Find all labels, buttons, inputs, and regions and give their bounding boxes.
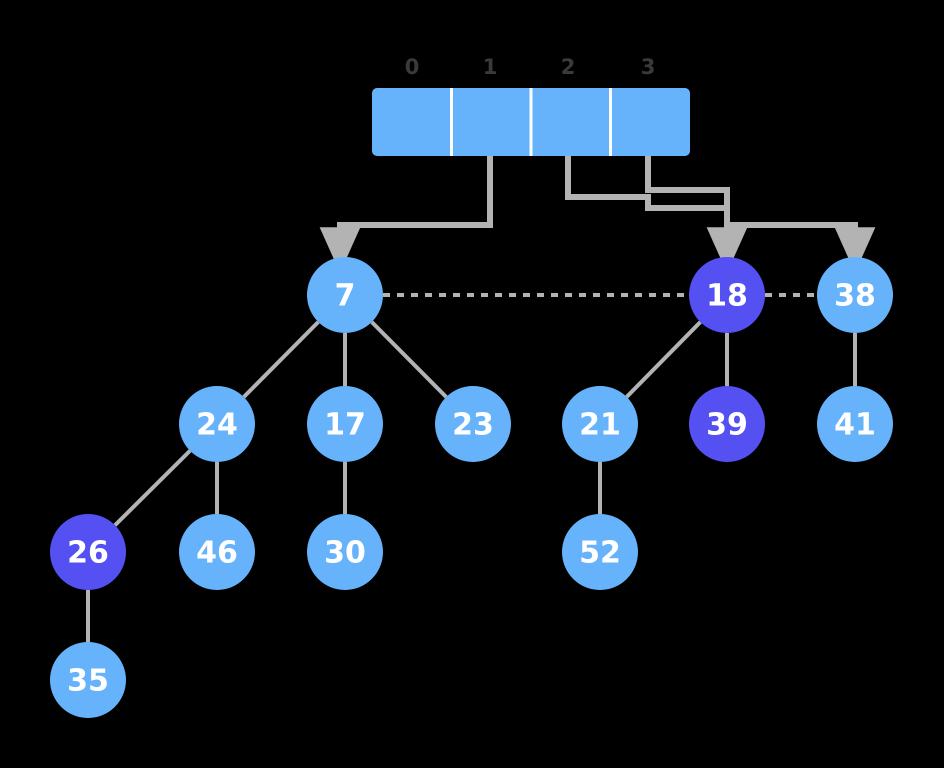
pointer-bucket-1-to-7 bbox=[319, 172, 493, 273]
node-circle-17[interactable] bbox=[307, 386, 383, 462]
array-index-label-1: 1 bbox=[483, 55, 498, 79]
node-circle-18[interactable] bbox=[689, 257, 765, 333]
tree-nodes[interactable]: 7 18 38 24 17 23 21 39 41 26 46 30 52 35 bbox=[50, 257, 893, 718]
node-circle-35[interactable] bbox=[50, 642, 126, 718]
array-index-label-2: 2 bbox=[561, 55, 576, 79]
tree-node-7[interactable]: 7 bbox=[307, 257, 383, 333]
node-circle-30[interactable] bbox=[307, 514, 383, 590]
node-circle-41[interactable] bbox=[817, 386, 893, 462]
node-label-39: 39 bbox=[706, 408, 748, 443]
node-circle-23[interactable] bbox=[435, 386, 511, 462]
node-label-21: 21 bbox=[579, 408, 621, 443]
tree-edges bbox=[86, 320, 857, 642]
node-label-26: 26 bbox=[67, 536, 109, 571]
node-label-30: 30 bbox=[324, 536, 366, 571]
node-label-41: 41 bbox=[834, 408, 876, 443]
node-circle-52[interactable] bbox=[562, 514, 638, 590]
tree-edge-24-26 bbox=[113, 449, 192, 527]
node-circle-26[interactable] bbox=[50, 514, 126, 590]
node-label-52: 52 bbox=[579, 536, 621, 571]
node-label-17: 17 bbox=[324, 408, 366, 443]
node-label-7: 7 bbox=[335, 279, 356, 314]
tree-edge-7-24 bbox=[242, 320, 320, 399]
node-label-23: 23 bbox=[452, 408, 494, 443]
bucket-pointer-connectors bbox=[319, 156, 876, 273]
node-circle-7[interactable] bbox=[307, 257, 383, 333]
bucket-array[interactable] bbox=[372, 88, 690, 156]
node-label-18: 18 bbox=[706, 279, 748, 314]
node-circle-39[interactable] bbox=[689, 386, 765, 462]
pointer-bucket-3-to-38 bbox=[645, 172, 876, 273]
tree-node-23[interactable]: 23 bbox=[435, 386, 511, 462]
tree-node-52[interactable]: 52 bbox=[562, 514, 638, 590]
tree-node-38[interactable]: 38 bbox=[817, 257, 893, 333]
tree-node-24[interactable]: 24 bbox=[179, 386, 255, 462]
tree-edge-7-23 bbox=[370, 320, 448, 399]
node-label-46: 46 bbox=[196, 536, 238, 571]
node-label-24: 24 bbox=[196, 408, 238, 443]
array-index-label-3: 3 bbox=[641, 55, 656, 79]
tree-edge-18-21 bbox=[625, 320, 702, 399]
node-circle-24[interactable] bbox=[179, 386, 255, 462]
tree-node-39[interactable]: 39 bbox=[689, 386, 765, 462]
tree-node-18[interactable]: 18 bbox=[689, 257, 765, 333]
tree-node-21[interactable]: 21 bbox=[562, 386, 638, 462]
node-label-38: 38 bbox=[834, 279, 876, 314]
tree-node-41[interactable]: 41 bbox=[817, 386, 893, 462]
node-circle-38[interactable] bbox=[817, 257, 893, 333]
node-circle-21[interactable] bbox=[562, 386, 638, 462]
tree-node-35[interactable]: 35 bbox=[50, 642, 126, 718]
array-index-label-0: 0 bbox=[405, 55, 420, 79]
tree-node-26[interactable]: 26 bbox=[50, 514, 126, 590]
tree-node-17[interactable]: 17 bbox=[307, 386, 383, 462]
tree-node-30[interactable]: 30 bbox=[307, 514, 383, 590]
array-index-labels: 0 1 2 3 bbox=[405, 55, 656, 79]
tree-node-46[interactable]: 46 bbox=[179, 514, 255, 590]
node-label-35: 35 bbox=[67, 664, 109, 699]
node-circle-46[interactable] bbox=[179, 514, 255, 590]
